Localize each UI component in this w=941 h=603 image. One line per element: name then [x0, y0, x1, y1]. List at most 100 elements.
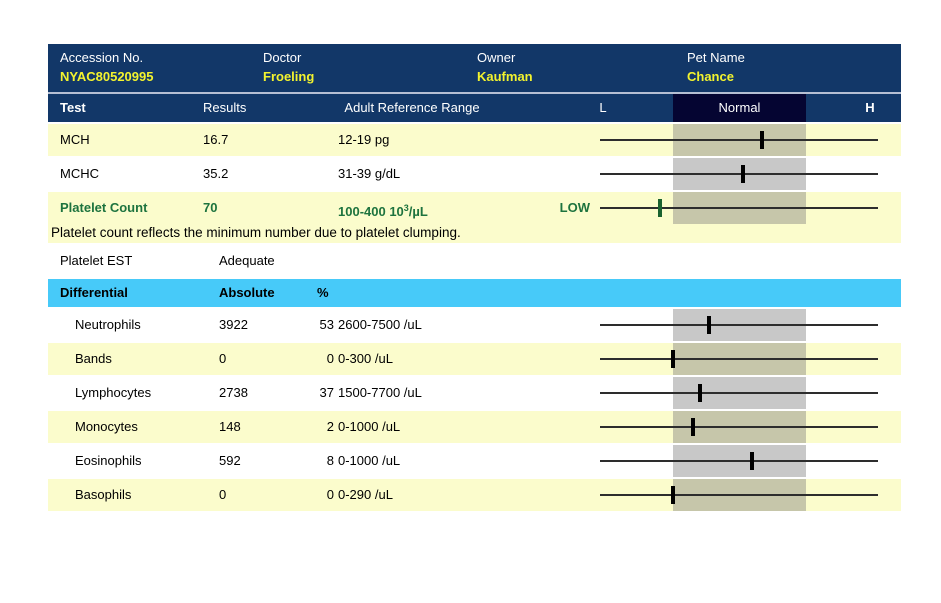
range-line: [600, 494, 878, 496]
result-value: 70: [203, 200, 218, 215]
range-line: [600, 460, 878, 462]
column-low: L: [599, 100, 607, 115]
differential-row-eosinophils: Eosinophils 592 8 0-1000 /uL: [48, 445, 901, 477]
range-line: [600, 358, 878, 360]
range-line: [600, 139, 878, 141]
result-tick: [749, 452, 754, 470]
test-name: Platelet Count: [60, 200, 148, 215]
doctor-value: Froeling: [263, 69, 315, 84]
lab-row-mch: MCH 16.7 12-19 pg: [48, 124, 901, 156]
test-name: Monocytes: [75, 419, 138, 434]
percent-value: 0: [326, 351, 334, 366]
column-high: H: [865, 100, 875, 115]
range-line: [600, 426, 878, 428]
owner-value: Kaufman: [477, 69, 533, 84]
lab-row-content: Platelet Count 70 100-400 103/µL LOW: [48, 192, 901, 224]
result-tick: [657, 199, 662, 217]
test-name: Basophils: [75, 487, 132, 502]
range-chart: [600, 445, 878, 477]
percent-value: 2: [326, 419, 334, 434]
reference-range-unit: /µL: [408, 204, 428, 219]
differential-row-lymphocytes: Lymphocytes 2738 37 1500-7700 /uL: [48, 377, 901, 409]
reference-range: 0-290 /uL: [338, 487, 393, 502]
accession-label: Accession No.: [60, 50, 144, 65]
range-chart: [600, 158, 878, 190]
differential-title: Differential: [60, 285, 128, 300]
lab-row-platelet-est: Platelet EST Adequate: [48, 245, 901, 277]
differential-absolute-column: Absolute: [219, 285, 275, 300]
pet-name-value: Chance: [687, 69, 734, 84]
result-tick: [690, 418, 695, 436]
percent-value: 0: [326, 487, 334, 502]
result-value: Adequate: [219, 253, 275, 268]
reference-range: 2600-7500 /uL: [338, 317, 422, 332]
lab-row-content: MCH 16.7 12-19 pg: [48, 124, 901, 156]
percent-value: 8: [326, 453, 334, 468]
column-results: Results: [203, 100, 247, 115]
table-column-header: Test Results Adult Reference Range L Nor…: [48, 94, 901, 122]
reference-range-base: 100-400 10: [338, 204, 404, 219]
result-tick: [671, 350, 675, 368]
test-name: Platelet EST: [60, 253, 133, 268]
result-value: 16.7: [203, 132, 229, 147]
test-name: Bands: [75, 351, 112, 366]
reference-range: 0-1000 /uL: [338, 419, 401, 434]
accession-value: NYAC80520995: [60, 69, 154, 84]
column-test: Test: [60, 100, 86, 115]
differential-percent-column: %: [317, 285, 329, 300]
doctor-label: Doctor: [263, 50, 302, 65]
range-chart: [600, 309, 878, 341]
range-chart: [600, 377, 878, 409]
differential-header-row: Differential Absolute %: [48, 279, 901, 307]
absolute-value: 3922: [219, 317, 248, 332]
pet-name-field: Pet Name Chance: [687, 50, 745, 84]
test-name: Lymphocytes: [75, 385, 152, 400]
result-value: 35.2: [203, 166, 229, 181]
range-chart: [600, 192, 878, 224]
low-flag: LOW: [559, 200, 590, 215]
reference-range: 0-300 /uL: [338, 351, 393, 366]
owner-label: Owner: [477, 50, 516, 65]
result-tick: [740, 165, 745, 183]
test-name: MCH: [60, 132, 90, 147]
reference-range: 0-1000 /uL: [338, 453, 401, 468]
owner-field: Owner Kaufman: [477, 50, 533, 84]
result-tick: [671, 486, 675, 504]
pet-name-label: Pet Name: [687, 50, 745, 65]
result-tick: [760, 131, 765, 149]
header-divider: [48, 92, 901, 94]
column-normal: Normal: [673, 94, 806, 122]
absolute-value: 2738: [219, 385, 248, 400]
patient-info-header: Accession No. NYAC80520995 Doctor Froeli…: [48, 44, 901, 92]
accession-field: Accession No. NYAC80520995: [60, 50, 153, 84]
lab-row-content: Platelet EST Adequate: [48, 245, 901, 277]
row-note: Platelet count reflects the minimum numb…: [51, 225, 461, 240]
reference-range: 1500-7700 /uL: [338, 385, 422, 400]
differential-row-content: Basophils 0 0 0-290 /uL: [48, 479, 901, 511]
percent-value: 37: [319, 385, 334, 400]
test-name: Eosinophils: [75, 453, 142, 468]
doctor-field: Doctor Froeling: [263, 50, 314, 84]
reference-range: 100-400 103/µL: [338, 192, 428, 228]
result-tick: [697, 384, 702, 402]
differential-row-content: Eosinophils 592 8 0-1000 /uL: [48, 445, 901, 477]
lab-report: Accession No. NYAC80520995 Doctor Froeli…: [48, 44, 901, 513]
column-reference-range: Adult Reference Range: [344, 100, 480, 115]
reference-range: 12-19 pg: [338, 132, 390, 147]
reference-range: 31-39 g/dL: [338, 166, 401, 181]
range-line: [600, 392, 878, 394]
reference-range-exponent: 3: [403, 203, 409, 213]
differential-row-basophils: Basophils 0 0 0-290 /uL: [48, 479, 901, 511]
range-line: [600, 173, 878, 175]
absolute-value: 0: [219, 487, 227, 502]
absolute-value: 592: [219, 453, 241, 468]
